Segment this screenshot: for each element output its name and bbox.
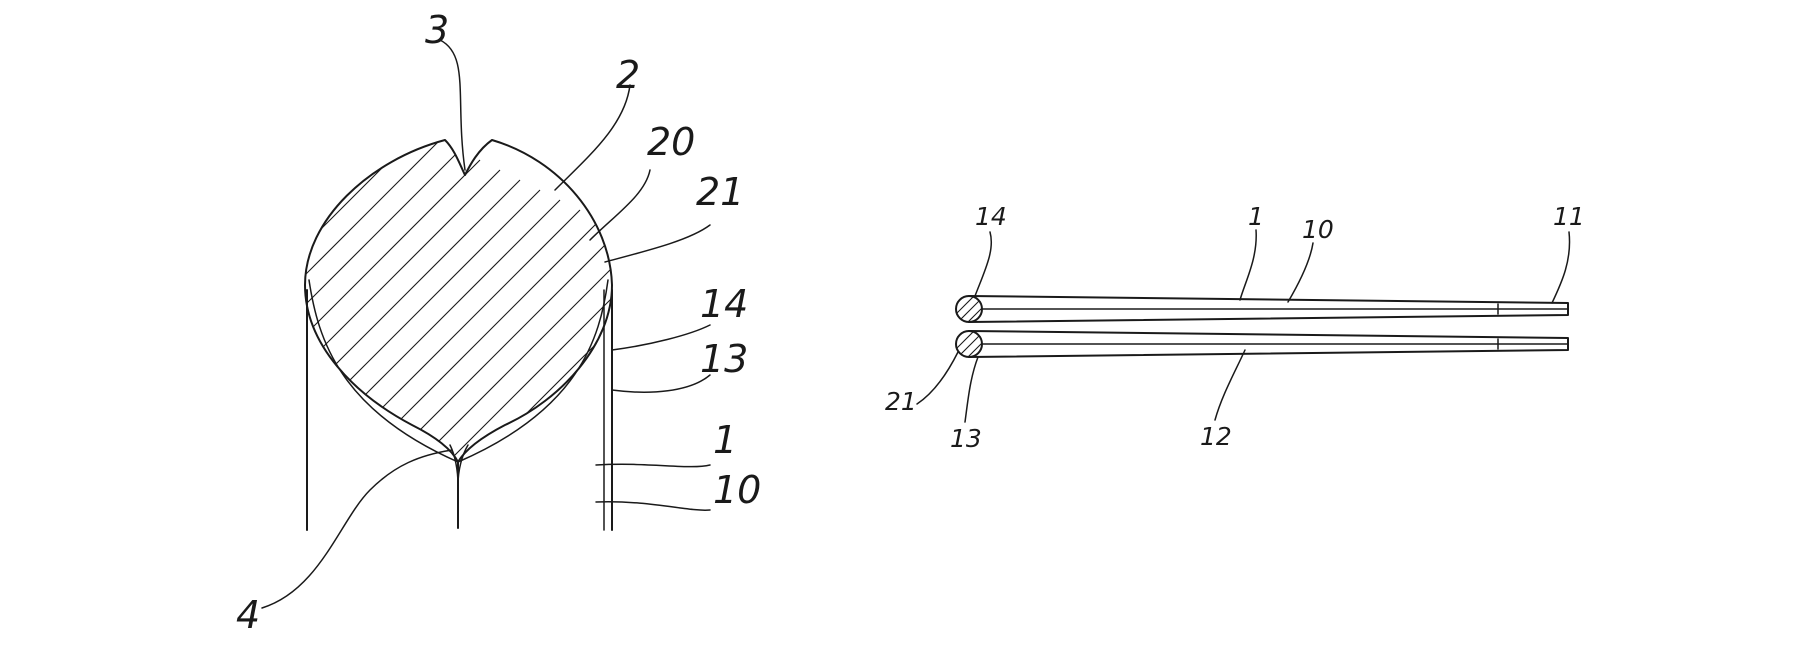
cross-section-figure: 3 2 20 21 14 13 1 10 4 (236, 8, 761, 637)
leader-3 (439, 39, 466, 171)
leader-14 (611, 324, 711, 351)
label-side-11: 11 (1553, 202, 1585, 231)
label-21: 21 (696, 170, 744, 214)
label-side-13: 13 (950, 424, 982, 453)
leader-lower-21 (916, 351, 959, 405)
leader-upper-1 (1239, 229, 1257, 301)
label-side-10: 10 (1302, 215, 1334, 244)
label-side-12: 12 (1200, 422, 1232, 451)
leader-upper-11 (1551, 231, 1571, 304)
label-side-21: 21 (885, 387, 917, 416)
leader-upper-10 (1287, 242, 1314, 303)
label-13: 13 (700, 337, 748, 381)
head-hatching (305, 140, 612, 462)
leader-1 (595, 463, 711, 468)
body-inner-right-line (457, 279, 609, 463)
label-side-1: 1 (1248, 202, 1264, 231)
head-outline (304, 139, 613, 463)
label-1: 1 (713, 418, 737, 462)
leader-upper-14 (974, 231, 993, 297)
upper-stick-end (955, 295, 983, 323)
head-section (304, 139, 613, 463)
leader-13 (611, 374, 711, 393)
label-4: 4 (236, 593, 260, 637)
leader-4 (261, 449, 453, 609)
upper-stick (955, 295, 1569, 323)
lower-stick-end (955, 330, 983, 358)
label-14: 14 (700, 282, 748, 326)
side-view-figure: 14 1 10 11 21 13 12 (885, 202, 1585, 453)
leader-20 (589, 169, 651, 241)
leader-lower-13 (964, 356, 979, 423)
label-3: 3 (425, 8, 449, 52)
label-side-14: 14 (975, 202, 1007, 231)
leader-2 (554, 84, 631, 191)
leader-10 (595, 501, 711, 511)
lower-stick (955, 330, 1569, 358)
leader-21 (604, 224, 711, 263)
body-inner-left-line (308, 279, 459, 463)
label-2: 2 (616, 53, 640, 97)
label-20: 20 (647, 120, 695, 164)
upper-end-hatching (956, 296, 982, 322)
label-10: 10 (713, 468, 761, 512)
leader-lower-12 (1214, 349, 1246, 421)
